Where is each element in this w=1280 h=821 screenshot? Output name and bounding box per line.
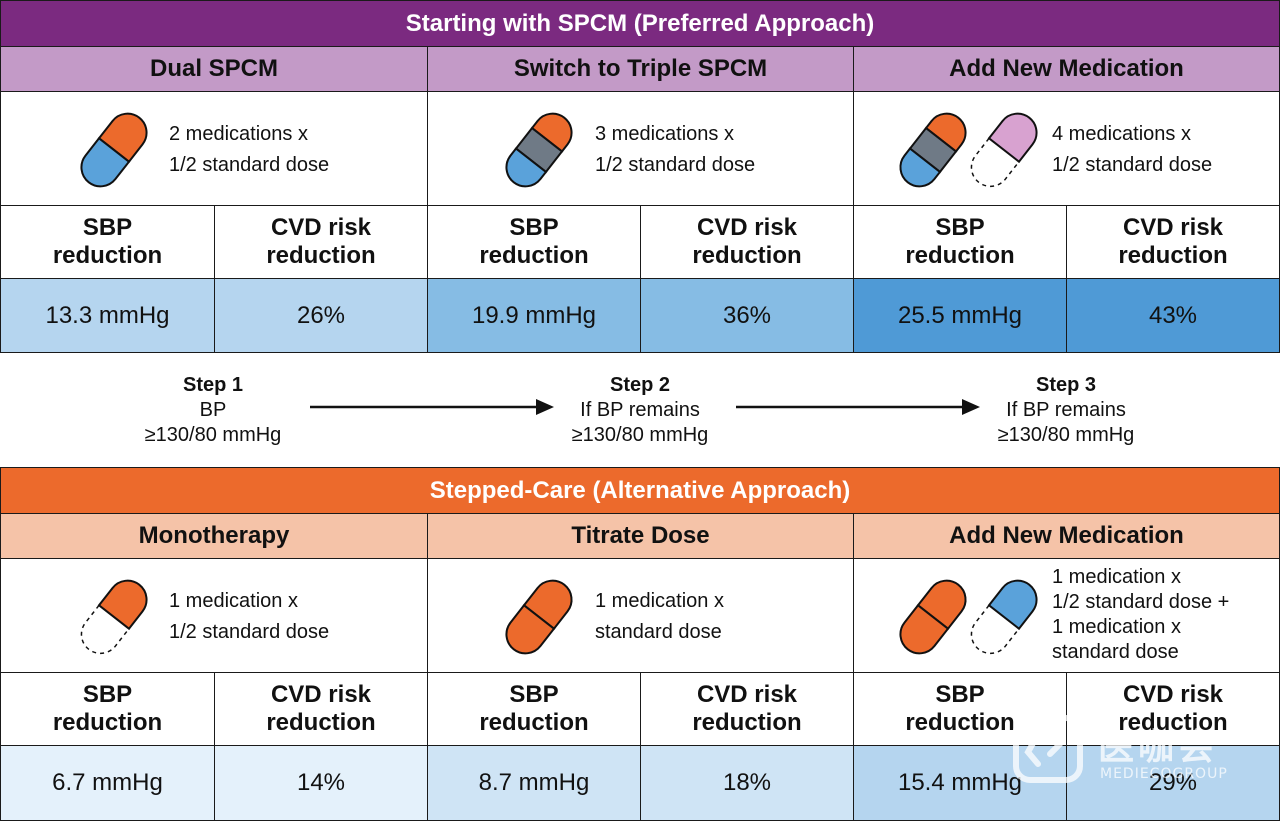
preferred-title: Starting with SPCM (Preferred Approach) <box>405 9 875 37</box>
preferred-sbp-label-1: SBP reduction <box>0 205 215 279</box>
alternative-sbp-label-1: SBP reduction <box>0 672 215 746</box>
alternative-header-titrate: Titrate Dose <box>427 513 854 559</box>
preferred-banner: Starting with SPCM (Preferred Approach) <box>0 0 1280 47</box>
alternative-sbp-value-1: 6.7 mmHg <box>0 745 215 821</box>
alternative-sbp-value-2: 8.7 mmHg <box>427 745 641 821</box>
alternative-header-mono: Monotherapy <box>0 513 428 559</box>
pill-half-blue-icon <box>970 579 1038 655</box>
pill-full-orange-icon <box>899 579 967 655</box>
pill-orange-blue-icon <box>80 112 148 188</box>
preferred-cvd-label-1: CVD risk reduction <box>214 205 428 279</box>
preferred-cvd-label-2: CVD risk reduction <box>640 205 854 279</box>
alternative-med-text-titrate: 1 medication x standard dose <box>595 590 724 643</box>
alternative-cvd-label-1: CVD risk reduction <box>214 672 428 746</box>
preferred-header-triple: Switch to Triple SPCM <box>427 46 854 92</box>
preferred-cvd-value-2: 36% <box>640 278 854 353</box>
pill-half-lilac-icon <box>970 112 1038 188</box>
preferred-med-text-triple: 3 medications x 1/2 standard dose <box>595 123 756 176</box>
preferred-med-triple: 3 medications x 1/2 standard dose <box>427 91 854 206</box>
preferred-sbp-label-3: SBP reduction <box>853 205 1067 279</box>
pill-triple-icon <box>505 112 573 188</box>
preferred-sbp-value-1: 13.3 mmHg <box>0 278 215 353</box>
pill-full-orange-icon <box>505 579 573 655</box>
pill-half-orange-icon <box>80 579 148 655</box>
preferred-med-text-add: 4 medications x 1/2 standard dose <box>1052 123 1213 176</box>
alternative-med-mono: 1 medication x 1/2 standard dose <box>0 558 428 673</box>
alternative-banner: Stepped-Care (Alternative Approach) <box>0 467 1280 514</box>
alternative-sbp-label-2: SBP reduction <box>427 672 641 746</box>
preferred-sbp-value-3: 25.5 mmHg <box>853 278 1067 353</box>
alternative-med-text-mono: 1 medication x 1/2 standard dose <box>169 590 330 643</box>
preferred-cvd-value-1: 26% <box>214 278 428 353</box>
step-2: Step 2 If BP remains ≥130/80 mmHg <box>571 374 709 446</box>
step-3: Step 3 If BP remains ≥130/80 mmHg <box>997 374 1135 446</box>
preferred-sbp-label-2: SBP reduction <box>427 205 641 279</box>
arrow-right-icon <box>310 399 554 415</box>
alternative-header-add: Add New Medication <box>853 513 1280 559</box>
preferred-cvd-label-3: CVD risk reduction <box>1066 205 1280 279</box>
pill-triple-icon <box>899 112 967 188</box>
alternative-cvd-value-2: 18% <box>640 745 854 821</box>
chat-bubble-icon <box>1013 715 1083 783</box>
alternative-cvd-value-3: 29% <box>1066 745 1280 821</box>
preferred-header-dual: Dual SPCM <box>0 46 428 92</box>
preferred-sbp-value-2: 19.9 mmHg <box>427 278 641 353</box>
preferred-med-text-dual: 2 medications x 1/2 standard dose <box>169 123 330 176</box>
alternative-title: Stepped-Care (Alternative Approach) <box>429 476 851 504</box>
alternative-sbp-label-3: SBP reduction <box>853 672 1067 746</box>
alternative-med-titrate: 1 medication x standard dose <box>427 558 854 673</box>
preferred-med-dual: 2 medications x 1/2 standard dose <box>0 91 428 206</box>
arrow-right-icon <box>736 399 980 415</box>
preferred-header-add: Add New Medication <box>853 46 1280 92</box>
watermark-logo: 医咖会 MEDIECOGROUP <box>1010 712 1260 792</box>
preferred-med-add: 4 medications x 1/2 standard dose <box>853 91 1280 206</box>
alternative-cvd-value-1: 14% <box>214 745 428 821</box>
preferred-cvd-value-3: 43% <box>1066 278 1280 353</box>
step-1: Step 1 BP ≥130/80 mmHg <box>144 374 282 446</box>
alternative-cvd-label-2: CVD risk reduction <box>640 672 854 746</box>
alternative-med-add: 1 medication x 1/2 standard dose + 1 med… <box>853 558 1280 673</box>
alternative-med-text-add: 1 medication x 1/2 standard dose + 1 med… <box>1052 566 1230 663</box>
watermark-sub: MEDIECOGROUP <box>1100 766 1228 782</box>
watermark-brand: 医咖会 <box>1098 727 1219 768</box>
